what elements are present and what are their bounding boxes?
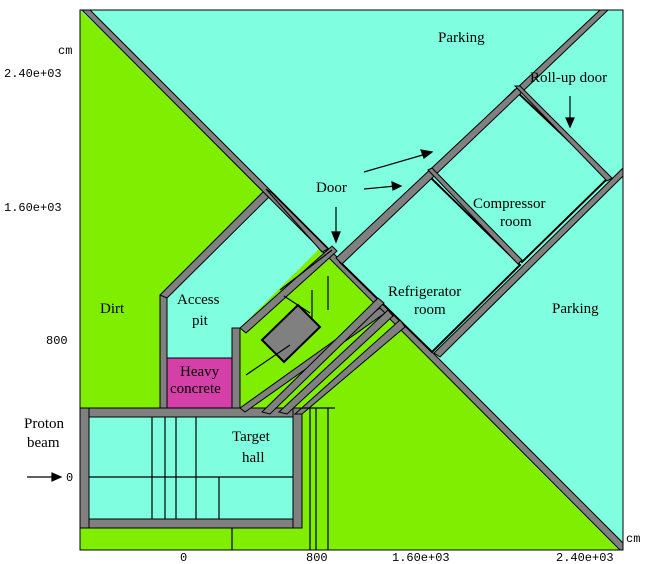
label-refrigerator-2: room xyxy=(414,302,446,318)
label-refrigerator-1: Refrigerator xyxy=(388,284,461,300)
label-proton-2: beam xyxy=(27,435,60,451)
building-walls xyxy=(335,10,623,358)
target-hall-wall-left xyxy=(80,407,90,529)
target-hall-wall-bottom xyxy=(80,518,303,529)
x-tick-1600: 1.60e+03 xyxy=(392,551,450,564)
label-roll-up-door: Roll-up door xyxy=(530,70,607,86)
main-diagonal-wall xyxy=(81,10,623,550)
label-dirt: Dirt xyxy=(100,301,125,317)
plot-frame xyxy=(79,9,624,551)
access-pit-region xyxy=(165,192,322,408)
corridor-walls xyxy=(239,245,406,415)
corridor-detail-lines xyxy=(245,249,335,550)
x-tick-800: 800 xyxy=(306,551,328,564)
y-tick-800: 800 xyxy=(46,334,68,348)
label-proton-1: Proton xyxy=(24,416,65,432)
y-tick-0: 0 xyxy=(66,471,73,485)
x-tick-2400: 2.40e+03 xyxy=(556,551,614,564)
label-door: Door xyxy=(316,180,347,196)
y-tick-2400: 2.40e+03 xyxy=(4,67,62,81)
label-access-1: Access xyxy=(177,292,220,308)
y-tick-1600: 1.60e+03 xyxy=(4,201,62,215)
heavy-concrete-block xyxy=(166,357,233,409)
label-compressor-1: Compressor xyxy=(473,196,546,212)
x-axis-unit: cm xyxy=(626,532,640,546)
label-compressor-2: room xyxy=(500,214,532,230)
label-heavy-1: Heavy xyxy=(180,364,220,380)
plot-area xyxy=(80,10,623,550)
x-tick-0: 0 xyxy=(180,551,187,564)
target-hall-region xyxy=(80,410,302,528)
target-hall-wall-right xyxy=(292,407,303,529)
door-gaps xyxy=(396,168,428,198)
y-axis-unit: cm xyxy=(58,44,72,58)
label-target-1: Target xyxy=(232,429,271,445)
label-parking-right: Parking xyxy=(552,301,599,317)
label-heavy-2: concrete xyxy=(170,381,221,397)
annotation-arrows xyxy=(27,96,575,482)
label-target-2: hall xyxy=(242,450,265,466)
label-access-2: pit xyxy=(192,313,209,329)
target-hall-dividers xyxy=(89,417,293,550)
label-parking-top: Parking xyxy=(438,30,485,46)
